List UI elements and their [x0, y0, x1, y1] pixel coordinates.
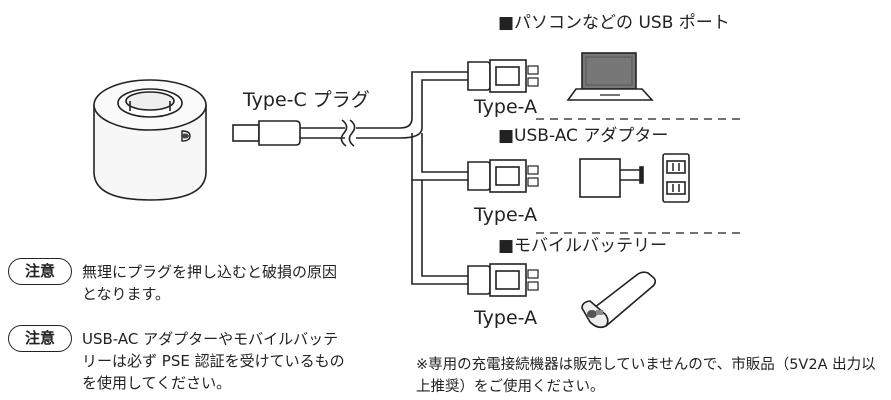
type-c-plug-label: Type-C プラグ [243, 89, 370, 111]
mobile-battery-icon [581, 271, 657, 329]
ac-adapter-icon [579, 158, 644, 198]
type-a-label-1: Type-A [474, 96, 538, 118]
type-a-label-2: Type-A [474, 204, 538, 226]
charger-device [93, 79, 207, 201]
type-a-plug-2 [467, 159, 539, 193]
caution-badge-1: 注意 [8, 258, 72, 285]
type-a-plug-1 [467, 59, 539, 93]
source-heading-usb-port: ■パソコンなどの USB ポート [498, 13, 730, 33]
footnote: ※専用の充電接続機器は販売していませんので、市販品（5V2A 出力以上推奨）をご… [416, 357, 876, 395]
caution-badge-2: 注意 [8, 325, 72, 352]
source-heading-mobile-battery: ■モバイルバッテリー [498, 236, 668, 256]
type-c-cable [232, 71, 478, 285]
source-heading-ac-adapter: ■USB-AC アダプター [498, 126, 669, 146]
caution-text-2: USB-AC アダプターやモバイルバッテリーは必ず PSE 認証を受けているもの… [82, 330, 345, 392]
separators [536, 118, 744, 234]
type-a-plug-3 [467, 263, 539, 297]
type-a-label-3: Type-A [474, 307, 538, 329]
caution-text-1: 無理にプラグを押し込むと破損の原因となります。 [82, 263, 338, 303]
laptop-icon [566, 52, 654, 101]
wall-outlet-icon [662, 153, 690, 203]
